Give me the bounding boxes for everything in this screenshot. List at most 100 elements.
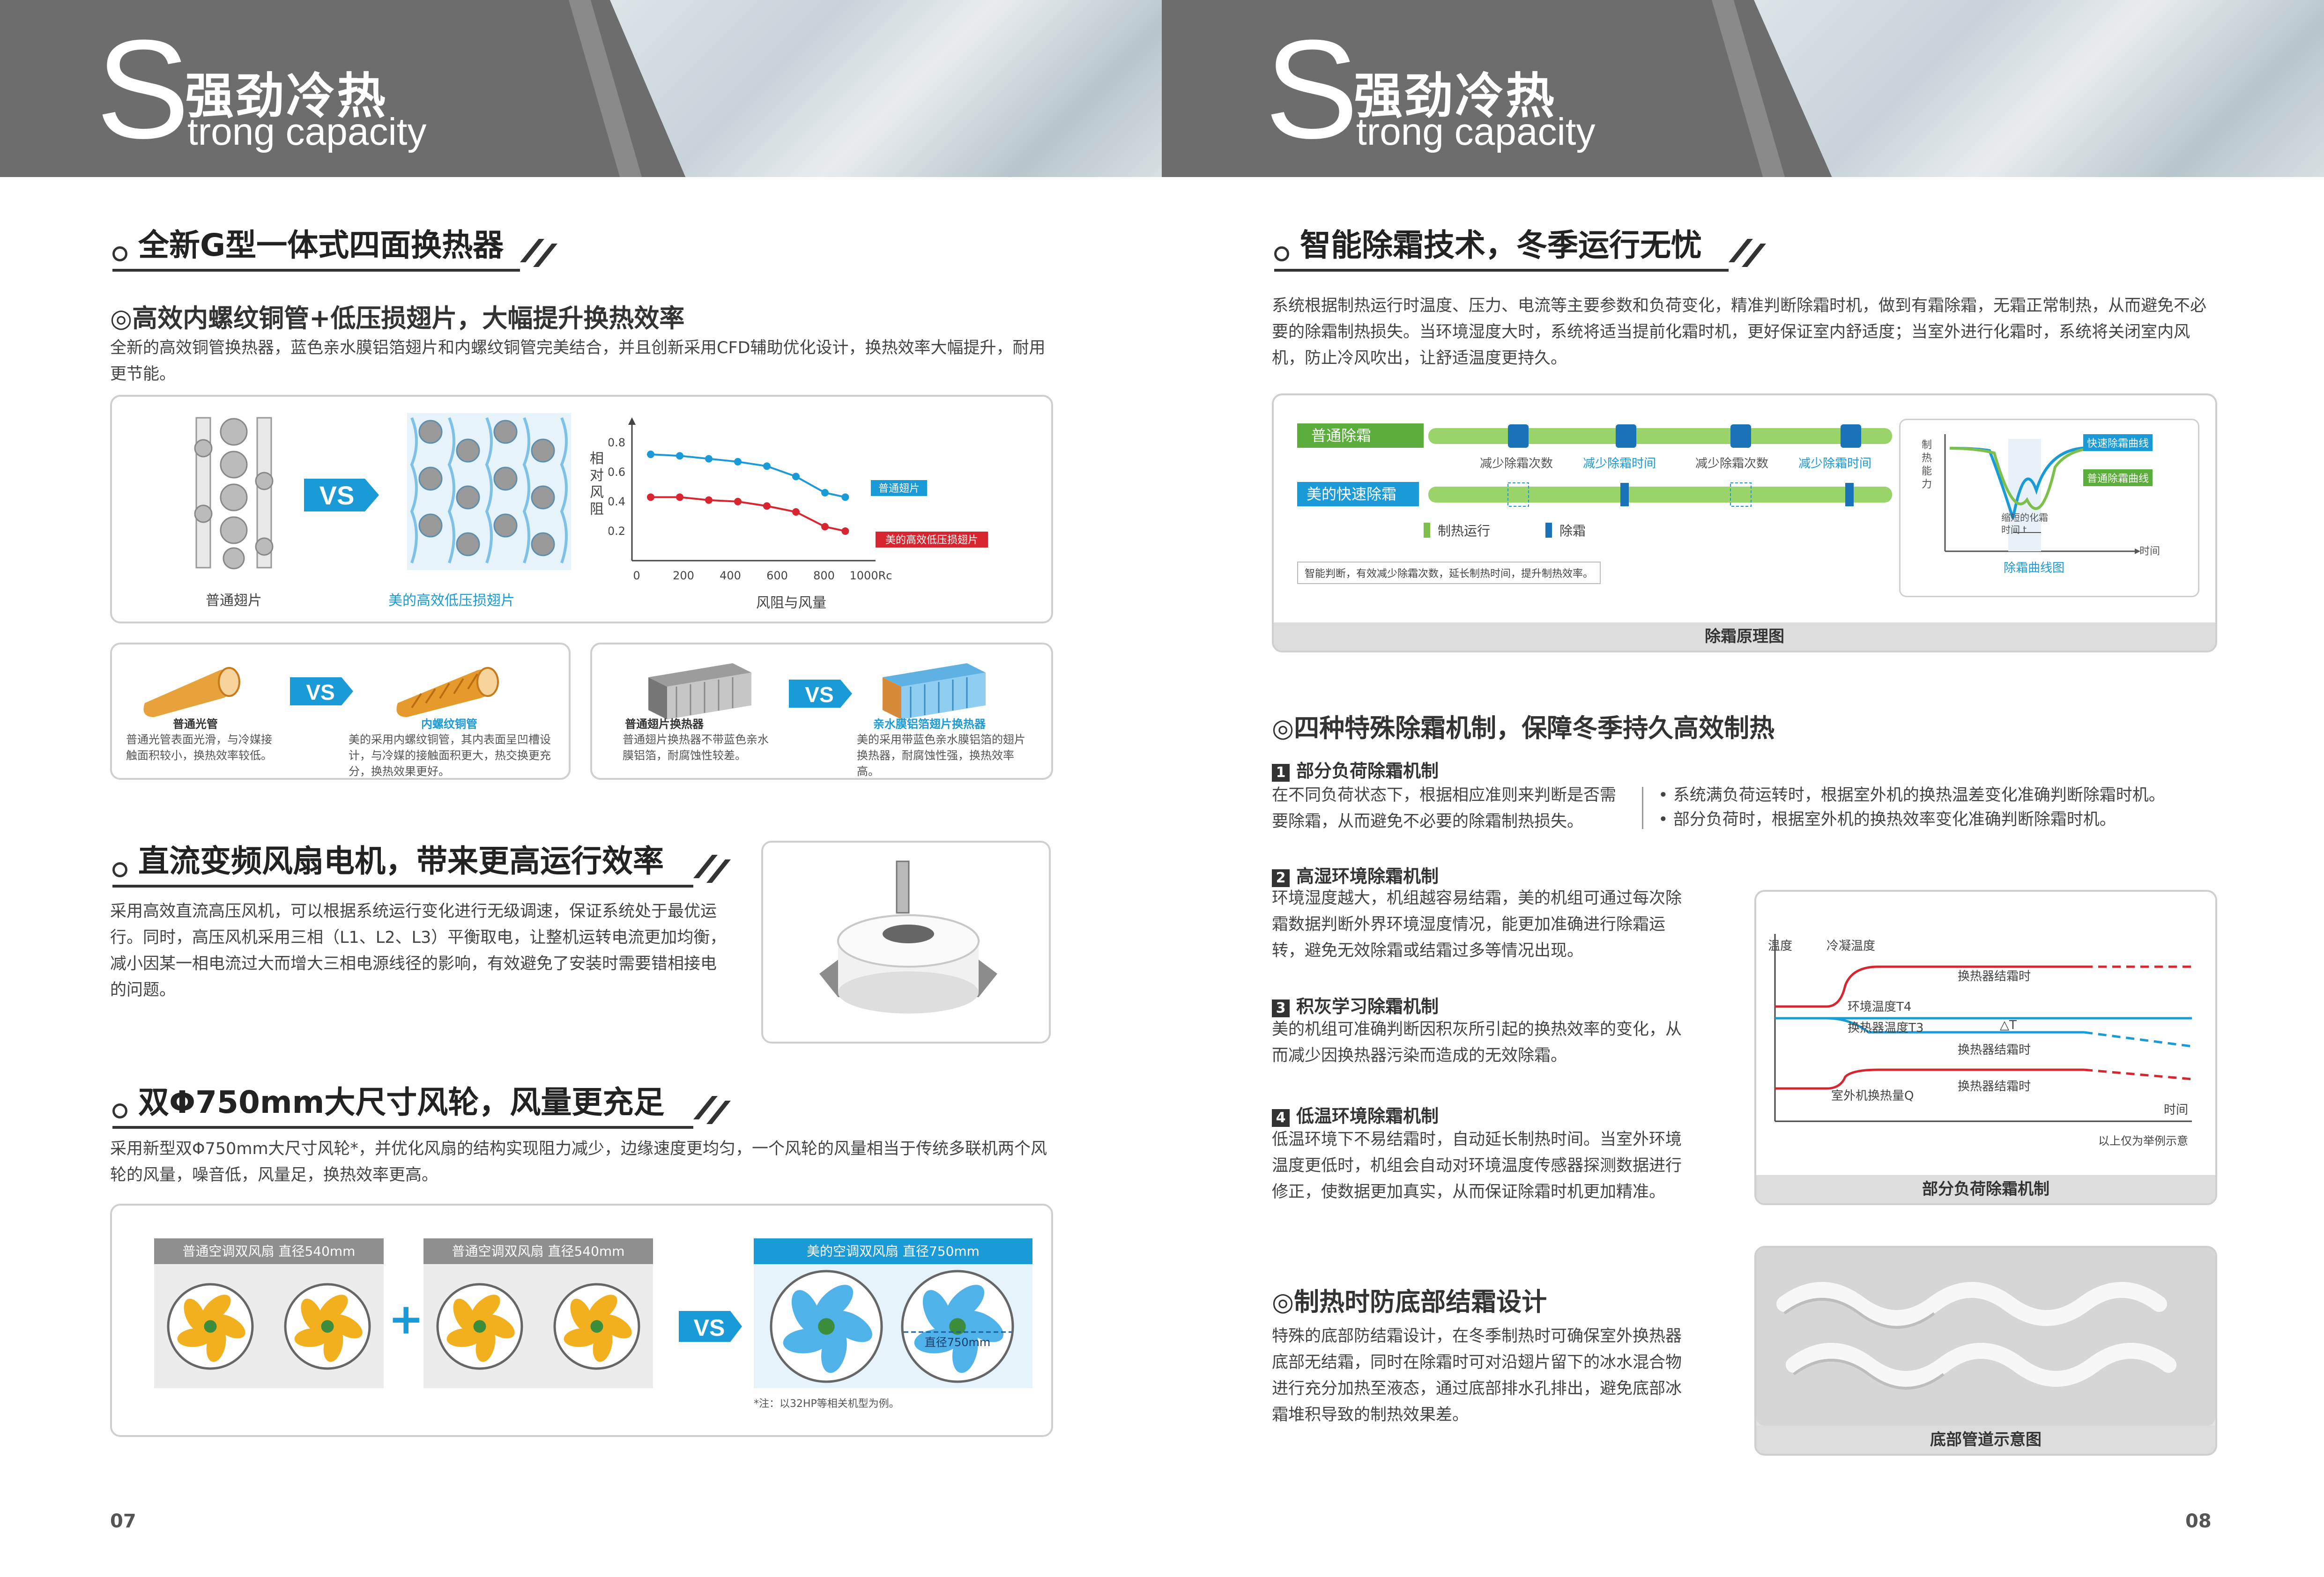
smooth-tube-icon	[143, 667, 240, 717]
defrost-timeline	[1428, 424, 1892, 507]
skipped-defrost	[1730, 482, 1752, 507]
chevron-arrows-icon	[693, 1096, 731, 1124]
svg-text:VS: VS	[306, 680, 334, 704]
heat-bar-normal	[1428, 428, 1892, 444]
legend-midea-fin	[876, 532, 988, 548]
pl-hx3: 换热器结霜时	[1958, 1080, 2031, 1094]
partial-load-graphic	[1774, 934, 2192, 1122]
fan3-label: 美的空调双风扇 直径750mm	[754, 1238, 1032, 1264]
partial-load-caption: 部分负荷除霜机制	[1756, 1175, 2215, 1203]
curve-time: 时间	[2139, 546, 2161, 557]
fin-comparison-graphic: VS	[194, 413, 571, 570]
chevron-arrows-icon	[1729, 239, 1766, 267]
series-midea-fin-point	[821, 523, 829, 531]
chevron-arrows-icon	[693, 855, 731, 883]
series-midea-fin-point	[705, 496, 713, 504]
legend-defrost-swatch	[1545, 523, 1552, 538]
heading-bullet-icon	[1274, 246, 1289, 261]
left-sec3-heading: 双Φ750mm大尺寸风轮，风量更充足	[112, 1077, 731, 1129]
series-normal-fin-point	[841, 493, 849, 501]
curve-fast-tag: 快速除霜曲线	[2083, 434, 2153, 451]
mech1-para: 在不同负荷状态下，根据相应准则来判断是否需要除霜，从而避免不必要的除霜制热损失。	[1272, 786, 1617, 831]
fan-icon	[770, 1270, 883, 1383]
blue-hx-desc: 美的采用带蓝色亲水膜铝箔的翅片换热器，耐腐蚀性强，换热效率高。	[857, 733, 1025, 778]
hx-compare-box: VS 普通翅片换热器 普通翅片换热器不带蓝色亲水膜铝箔，耐腐蚀性较差。 亲水膜铝…	[590, 643, 1053, 780]
chart1-xtick: 0	[633, 569, 640, 582]
series-normal-fin-line	[650, 453, 846, 498]
fan-icon	[284, 1283, 371, 1370]
smooth-tube-desc: 普通光管表面光滑，与冷媒接触面积较小，换热效率较低。	[126, 733, 272, 762]
legend-normal-fin-label: 普通翅片	[878, 483, 920, 495]
pl-hxT: 换热器温度T3	[1848, 1021, 1924, 1035]
pl-hx1: 换热器结霜时	[1958, 970, 2031, 984]
curve-title: 除霜曲线图	[2004, 561, 2065, 575]
right-title-cn: 强劲冷热	[1354, 67, 1557, 125]
diameter-tag: 直径750mm	[925, 1336, 991, 1349]
right-banner: S 强劲冷热 trong capacity	[1162, 0, 2324, 177]
right-sec1-para: 系统根据制热运行时温度、压力、电流等主要参数和负荷变化，精准判断除霜时机，做到有…	[1272, 296, 2207, 368]
defrost-block	[1841, 424, 1861, 448]
series-normal-fin-point	[763, 462, 771, 470]
defrost-block-short	[1845, 483, 1854, 506]
series-midea-fin-point	[734, 497, 742, 505]
series-midea-fin-line	[651, 496, 846, 532]
chart1-ytick: 0.4	[609, 495, 625, 508]
tube-compare-box: VS 普通光管 普通光管表面光滑，与冷媒接触面积较小，换热效率较低。 内螺纹铜管…	[110, 643, 571, 780]
chart1-ytick: 0.8	[609, 436, 625, 449]
pl-hx2: 换热器结霜时	[1958, 1043, 2031, 1057]
curve-normal-tag: 普通除霜曲线	[2083, 469, 2153, 486]
legend-heat: 制热运行	[1438, 523, 1491, 539]
pl-cond: 冷凝温度	[1827, 939, 1876, 953]
lbl-reduce-count-2: 减少除霜次数	[1695, 457, 1769, 471]
left-banner-photo	[610, 0, 1162, 177]
vs-badge-icon: VS	[304, 479, 379, 511]
right-sec2-title: ◎四种特殊除霜机制，保障冬季持久高效制热	[1272, 713, 1775, 743]
mech3-para: 美的机组可准确判断因积灰所引起的换热效率的变化，从而减少因换热器污染而造成的无效…	[1272, 1020, 1682, 1065]
pl-ylabel: 温度	[1768, 939, 1793, 953]
blue-hx-icon	[883, 663, 986, 719]
grooved-tube-title: 内螺纹铜管	[421, 718, 477, 731]
vs-badge-icon: VS	[290, 677, 353, 705]
bottom-pipe-box: 底部管道示意图	[1754, 1246, 2217, 1456]
legend-heat-swatch	[1424, 523, 1430, 538]
defrost-note: 智能判断，有效减少除霜次数，延长制热时间，提升制热效率。	[1297, 562, 1601, 584]
left-sec1-sub: ◎高效内螺纹铜管+低压损翅片，大幅提升换热效率	[110, 304, 685, 333]
heading-bullet-icon	[112, 1103, 127, 1118]
fan-note: *注：以32HP等相关机型为例。	[754, 1398, 899, 1410]
series-normal-fin-point	[821, 489, 829, 496]
series-normal-fin-point	[647, 451, 654, 459]
midea-fin-label: 美的高效低压损翅片	[388, 592, 515, 609]
left-banner: S 强劲冷热 trong capacity	[0, 0, 1162, 177]
plus-sign: +	[388, 1295, 424, 1344]
defrost-block	[1508, 424, 1529, 448]
left-sec3-para: 采用新型双Φ750mm大尺寸风轮*，并优化风扇的结构实现阻力减少，边缘速度更均匀…	[110, 1140, 1047, 1185]
lbl-reduce-count-1: 减少除霜次数	[1480, 457, 1553, 471]
defrost-row2-label: 美的快速除霜	[1297, 482, 1419, 506]
fan-icon	[436, 1283, 523, 1370]
left-sec2-para: 采用高效直流高压风机，可以根据系统运行变化进行无级调速，保证系统处于最优运行。同…	[110, 902, 727, 1000]
defrost-curve-panel: 制热能力 快速除霜曲线 普通除霜曲线 缩短的化霜时间 t 时间 除霜曲线图	[1899, 419, 2199, 597]
svg-text:VS: VS	[319, 481, 355, 510]
defrost-block-short	[1620, 483, 1629, 506]
series-midea-fin-point	[647, 493, 654, 501]
curve-note: 缩短的化霜时间 t	[2001, 512, 2048, 535]
normal-fin-icon	[194, 417, 274, 570]
right-sec1-heading: 智能除霜技术，冬季运行无忧	[1274, 220, 1766, 272]
grooved-tube-desc: 美的采用内螺纹铜管，其内表面呈凹槽设计，与冷媒的接触面积更大，热交换更充分，换热…	[349, 733, 551, 778]
heading-bullet-icon	[112, 246, 127, 261]
legend-defrost: 除霜	[1559, 523, 1586, 539]
chart1-xtick: 800	[813, 569, 835, 582]
series-normal-fin-point	[734, 458, 742, 466]
left-sec1-para: 全新的高效铜管换热器，蓝色亲水膜铝箔翅片和内螺纹铜管完美结合，并且创新采用CFD…	[110, 339, 1046, 384]
mech1-bullet2: • 部分负荷时，根据室外机的换热效率变化准确判断除霜时机。	[1658, 810, 2116, 829]
page-number-right: 08	[2185, 1510, 2212, 1532]
fan-compare-box: 普通空调双风扇 直径540mm 普通空调双风扇 直径540mm 美的空调双风扇 …	[110, 1204, 1053, 1437]
right-banner-photo	[1754, 0, 2324, 177]
normal-fin-label: 普通翅片	[206, 592, 262, 609]
partial-load-box: 温度 冷凝温度 换热器结霜时 环境温度T4 换热器温度T3 △T 换热器结霜时 …	[1754, 890, 2217, 1205]
right-big-s: S	[1265, 10, 1359, 168]
legend-normal-fin	[871, 480, 927, 496]
lbl-reduce-time-1: 减少除霜时间	[1583, 457, 1656, 471]
defrost-curve-graphic	[1944, 434, 2140, 554]
